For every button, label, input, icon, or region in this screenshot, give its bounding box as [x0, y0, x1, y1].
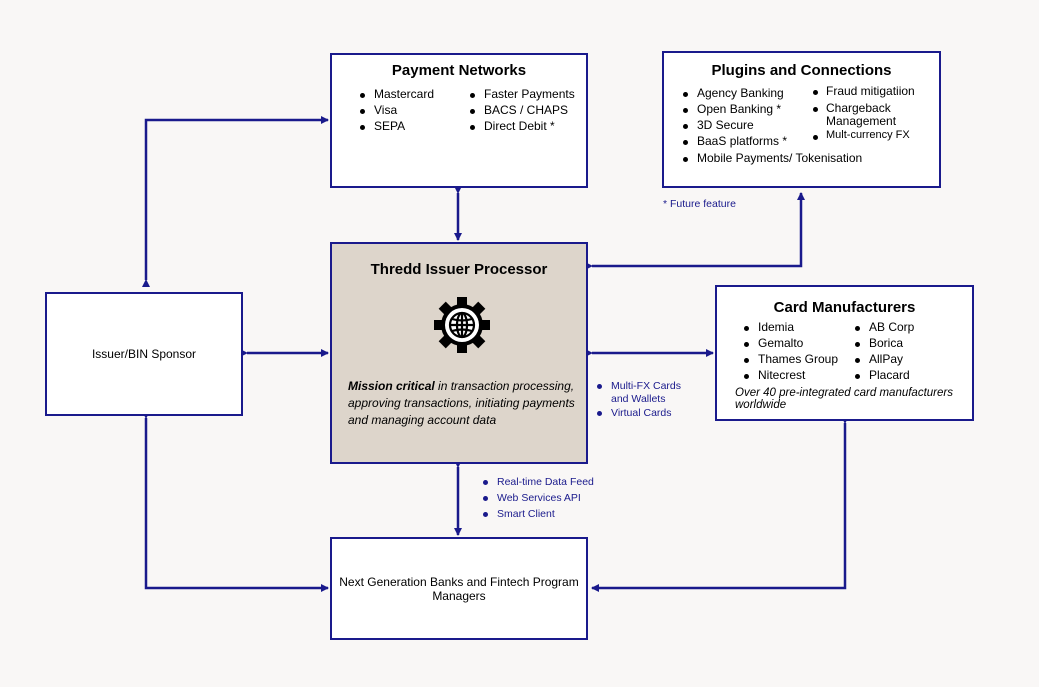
data-feature-item: Real-time Data Feed — [497, 476, 594, 488]
gear-globe-icon — [434, 297, 490, 353]
list-item: Mult-currency FX — [826, 129, 910, 141]
bullet — [744, 326, 749, 331]
list-item: BaaS platforms * — [697, 134, 788, 148]
card-note-line2: worldwide — [735, 399, 787, 411]
payment-networks-title: Payment Networks — [391, 62, 527, 79]
list-item: Open Banking * — [697, 102, 782, 116]
card-manufacturers-title: Card Manufacturers — [773, 299, 916, 316]
list-item: Fraud mitigatiion — [826, 84, 915, 98]
banks-line1: Next Generation Banks and Fintech Progra… — [339, 575, 579, 589]
list-item: Gemalto — [758, 336, 804, 350]
list-item: AllPay — [869, 352, 904, 366]
arrow-issuer-banks — [142, 411, 329, 592]
list-item: Chargeback — [826, 101, 891, 115]
list-item: Visa — [374, 103, 398, 117]
processor-desc-bold: Mission critical — [348, 379, 435, 393]
bullet — [470, 125, 475, 130]
card-feature-item: Virtual Cards — [611, 407, 672, 419]
list-item: Faster Payments — [484, 87, 575, 101]
bullet — [813, 135, 818, 140]
bullet — [683, 140, 688, 145]
bullet — [683, 157, 688, 162]
list-item: Management — [826, 114, 897, 128]
issuer-box: Issuer/BIN Sponsor — [45, 292, 243, 416]
bullet — [855, 326, 860, 331]
banks-box: Next Generation Banks and Fintech Progra… — [330, 537, 588, 640]
bullet — [744, 358, 749, 363]
data-feature-item: Smart Client — [497, 508, 555, 520]
bullet — [360, 125, 365, 130]
processor-box: Thredd Issuer Processor Mission critical… — [330, 242, 588, 464]
bullet — [683, 124, 688, 129]
processor-desc-line2: approving transactions, initiating payme… — [348, 396, 575, 410]
list-item: 3D Secure — [697, 118, 754, 132]
bullet — [813, 107, 818, 112]
payment-networks-box: Payment Networks Mastercard Visa SEPA Fa… — [330, 53, 588, 188]
list-item: Thames Group — [758, 352, 839, 366]
list-item: BACS / CHAPS — [484, 103, 569, 117]
list-item: Direct Debit * — [484, 119, 555, 133]
processor-desc-line3: and managing account data — [348, 413, 497, 427]
issuer-label: Issuer/BIN Sponsor — [91, 347, 197, 361]
bullet — [360, 93, 365, 98]
bullet — [813, 90, 818, 95]
list-item: AB Corp — [869, 320, 915, 334]
list-item: Mobile Payments/ Tokenisation — [697, 151, 863, 165]
bullet — [683, 108, 688, 113]
bullet — [470, 109, 475, 114]
bullet — [744, 342, 749, 347]
processor-desc-line1: in transaction processing, — [434, 379, 575, 393]
bullet — [855, 374, 860, 379]
bullet — [483, 512, 488, 517]
arrow-payment-issuer — [142, 116, 329, 287]
list-item: Agency Banking — [697, 86, 784, 100]
arrow-cards-banks — [591, 416, 849, 592]
list-item: Mastercard — [374, 87, 435, 101]
bullet — [483, 496, 488, 501]
list-item: Placard — [869, 368, 910, 382]
bullet — [683, 92, 688, 97]
bullet — [744, 374, 749, 379]
bullet — [360, 109, 365, 114]
list-item: Borica — [869, 336, 904, 350]
card-feature-item: and Wallets — [611, 393, 666, 405]
card-feature-item: Multi-FX Cards — [611, 380, 682, 392]
bullet — [597, 384, 602, 389]
processor-title: Thredd Issuer Processor — [370, 261, 548, 278]
list-item: SEPA — [374, 119, 406, 133]
list-item: Nitecrest — [758, 368, 806, 382]
future-feature-note: * Future feature — [663, 198, 736, 210]
plugins-title: Plugins and Connections — [711, 62, 892, 79]
list-item: Idemia — [758, 320, 795, 334]
card-manufacturers-box: Card Manufacturers Idemia Gemalto Thames… — [715, 285, 974, 421]
bullet — [597, 411, 602, 416]
bullet — [483, 480, 488, 485]
bullet — [470, 93, 475, 98]
bullet — [855, 342, 860, 347]
card-note-line1: Over 40 pre-integrated card manufacturer… — [735, 387, 953, 399]
bullet — [855, 358, 860, 363]
banks-line2: Managers — [432, 589, 486, 603]
arrow-processor-plugins — [585, 192, 805, 270]
plugins-box: Plugins and Connections Agency Banking O… — [662, 51, 941, 188]
data-feature-item: Web Services API — [497, 492, 581, 504]
